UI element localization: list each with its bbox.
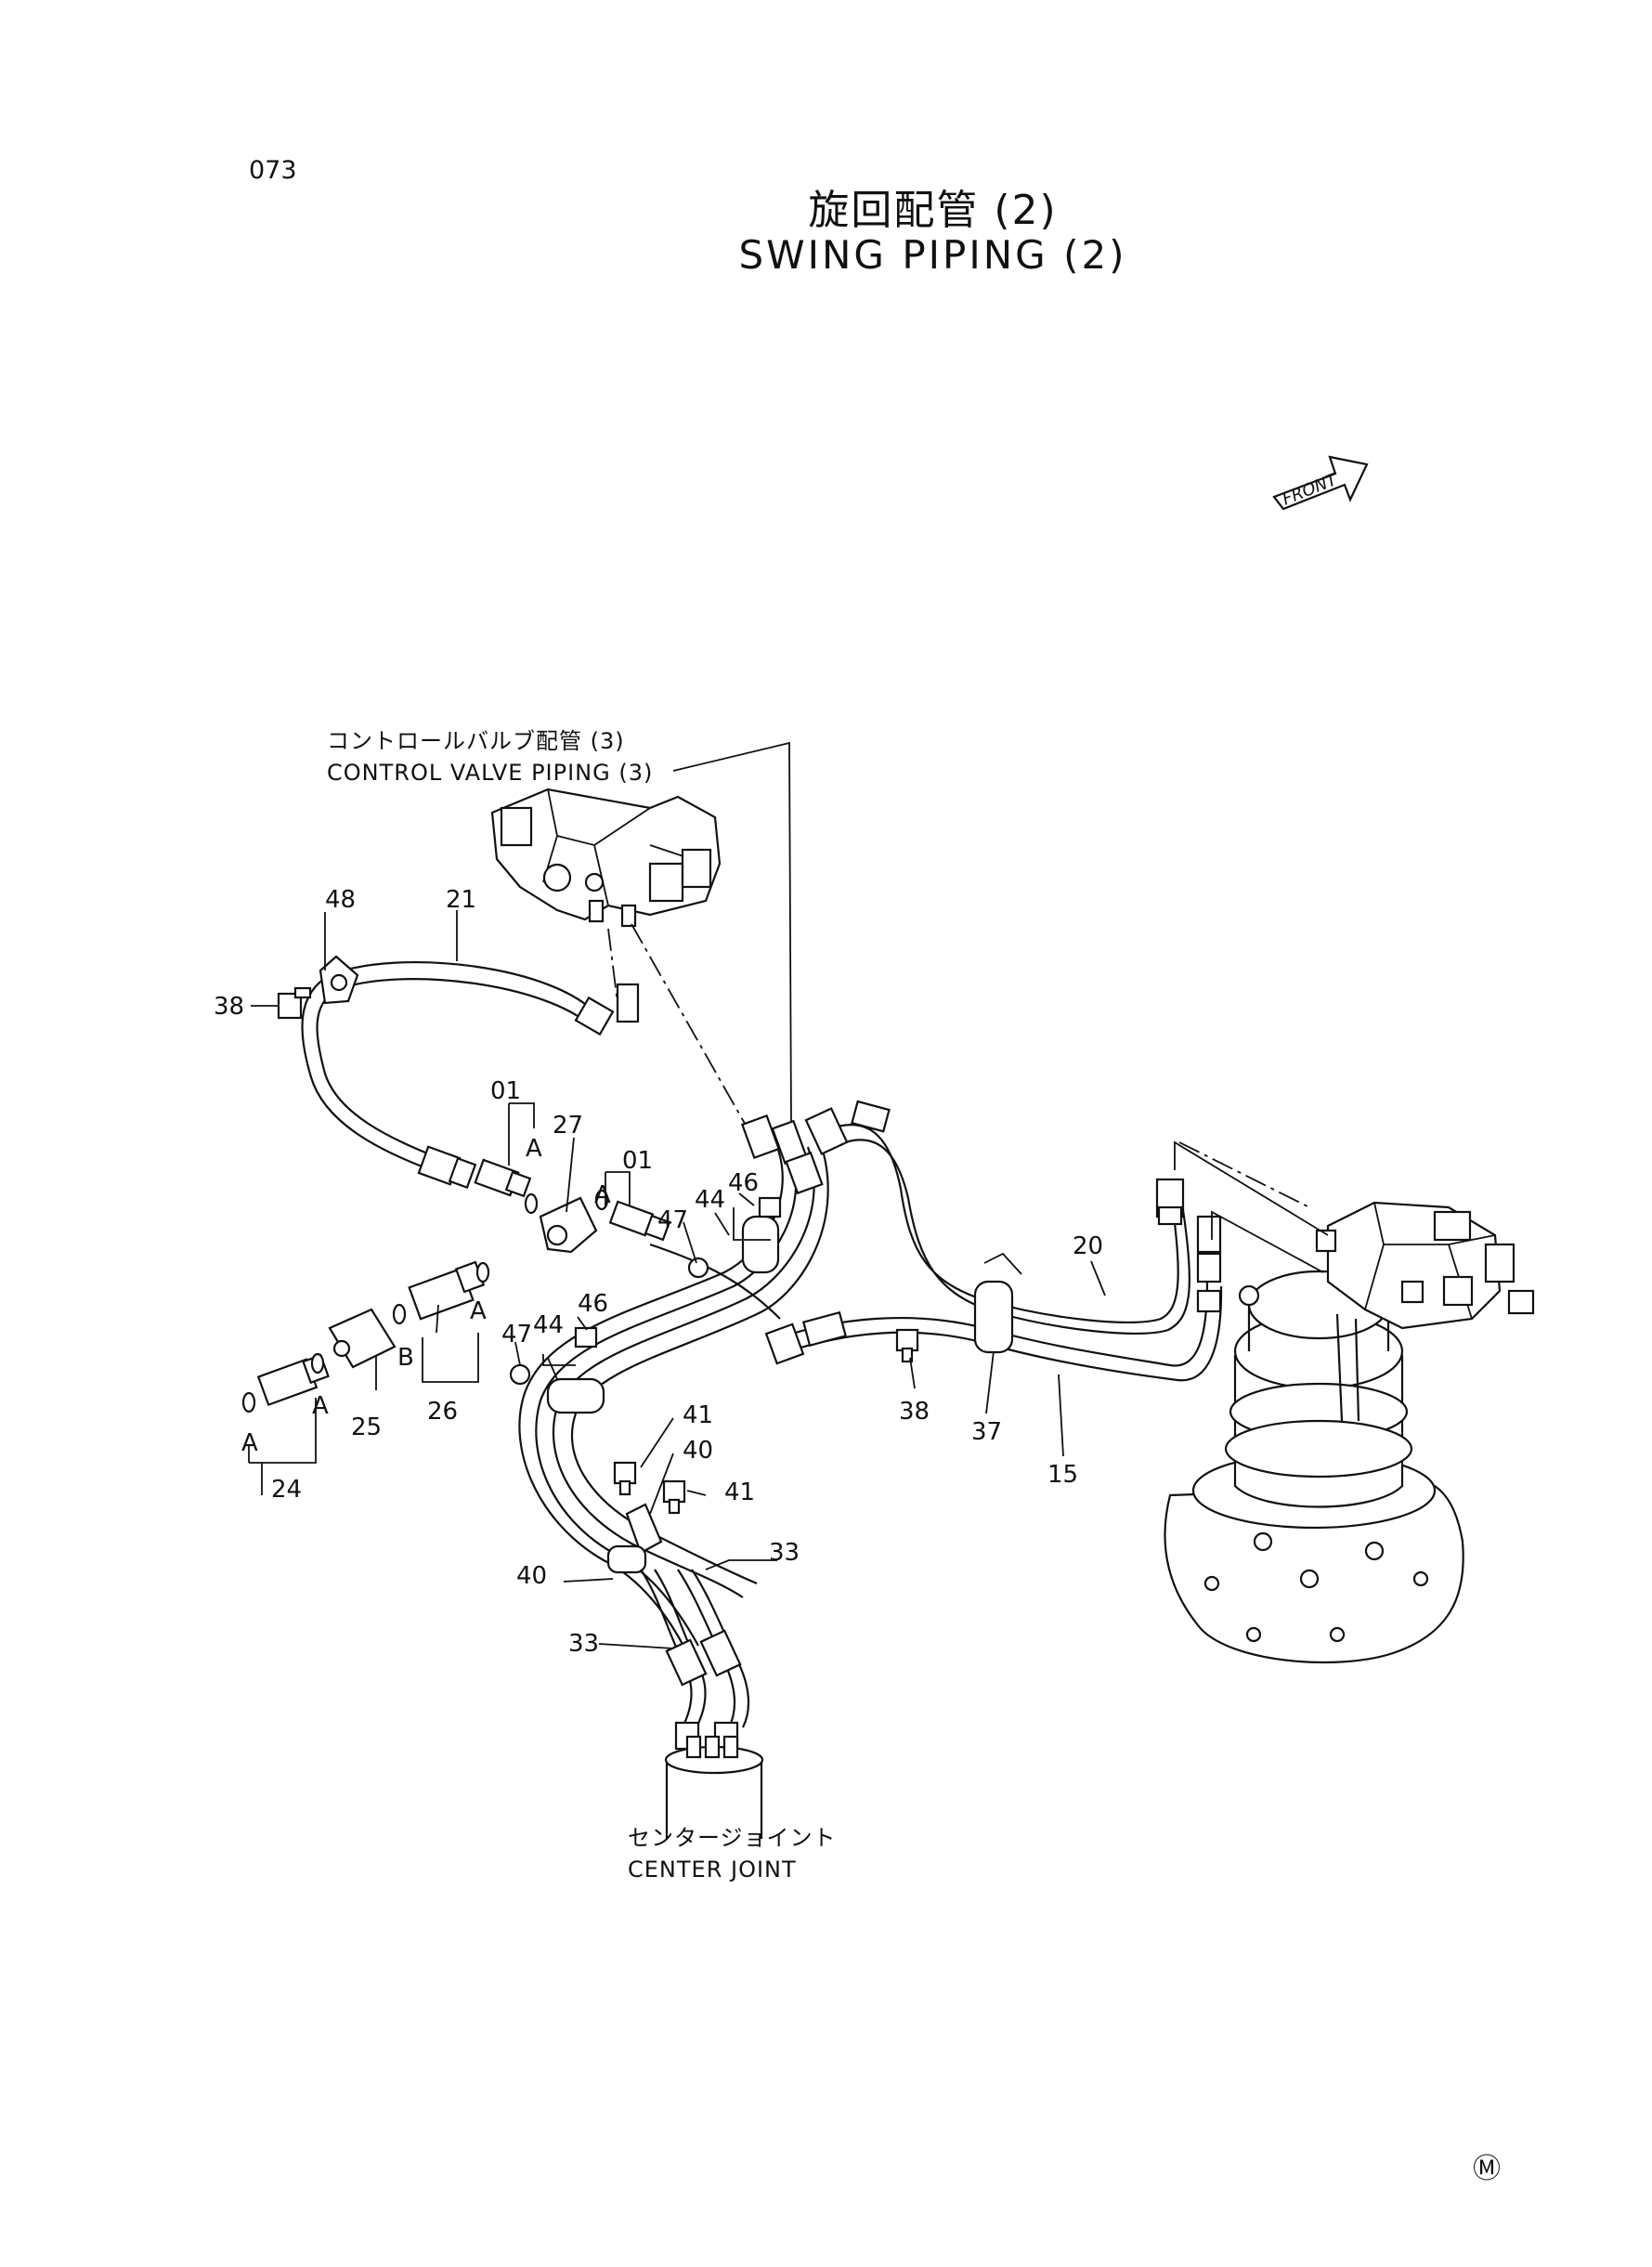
- nut-47-upper: [687, 1257, 709, 1279]
- label-part-33-left: 33: [568, 1630, 599, 1658]
- clamp-48: [319, 955, 359, 1005]
- o-ring-a1: [524, 1192, 539, 1215]
- swing-motor: [1164, 1270, 1464, 1664]
- front-arrow-icon: FRONT: [1272, 455, 1369, 511]
- control-valve-block: [490, 788, 722, 928]
- hose-15: [764, 1215, 1223, 1382]
- label-part-20: 20: [1073, 1232, 1103, 1260]
- page-title-japanese: 旋回配管 (2): [808, 187, 1058, 234]
- control-valve-ref-jp: コントロールバルブ配管 (3): [327, 728, 625, 754]
- page-title-english: SWING PIPING (2): [738, 232, 1127, 278]
- hoses-33: [640, 1569, 750, 1751]
- center-joint-ref-en: CENTER JOINT: [628, 1857, 797, 1883]
- label-part-41-lower: 41: [724, 1479, 755, 1506]
- label-part-33-right: 33: [769, 1539, 800, 1567]
- label-part-01-upper: 01: [490, 1077, 521, 1105]
- label-part-b1: B: [397, 1344, 414, 1372]
- label-part-38-lower: 38: [899, 1398, 930, 1426]
- hose-21: [301, 961, 640, 1190]
- bolt-46-upper: [758, 1196, 782, 1218]
- label-part-a2: A: [594, 1181, 611, 1209]
- control-valve-dashline-1: [631, 923, 748, 1129]
- clamp-37: [973, 1252, 1022, 1354]
- hose-connectors-upper: [740, 1114, 824, 1195]
- o-ring-a4: [241, 1391, 256, 1414]
- label-part-46-upper: 46: [728, 1169, 759, 1197]
- bolt-46-lower: [574, 1326, 598, 1348]
- nut-47-lower: [509, 1363, 531, 1386]
- control-valve-dashline-2: [607, 928, 618, 1004]
- label-part-47-lower: 47: [501, 1321, 532, 1348]
- swing-valve-leader-2: [1211, 1210, 1324, 1273]
- bracket-40-lower: [606, 1544, 647, 1574]
- label-part-01-lower: 01: [622, 1147, 653, 1175]
- label-part-44-upper: 44: [695, 1186, 725, 1214]
- label-part-01-a1: A: [526, 1135, 542, 1163]
- label-part-a4: A: [241, 1429, 258, 1457]
- bracket-40-upper: [625, 1503, 663, 1555]
- o-ring-a2: [594, 1189, 609, 1211]
- bolt-41-upper: [613, 1461, 637, 1496]
- label-part-24: 24: [271, 1476, 302, 1504]
- fitting-01-upper: [474, 1158, 532, 1198]
- label-part-44-lower: 44: [533, 1311, 564, 1339]
- corner-m-mark: Ⓜ: [1473, 2153, 1501, 2185]
- label-part-47-upper: 47: [657, 1206, 688, 1234]
- bolt-41-lower: [662, 1479, 686, 1515]
- control-valve-ref-en: CONTROL VALVE PIPING (3): [327, 760, 653, 786]
- o-ring-a3: [475, 1261, 490, 1283]
- o-ring-a5: [310, 1352, 325, 1375]
- center-joint: [664, 1735, 764, 1839]
- bolt-38-lower: [895, 1328, 919, 1363]
- o-ring-b1: [392, 1303, 407, 1325]
- elbow-27: [539, 1196, 598, 1254]
- front-arrow-label: FRONT: [1280, 469, 1342, 509]
- swing-motor-valve: [1315, 1201, 1535, 1330]
- label-part-40-upper: 40: [683, 1437, 713, 1465]
- page-number: 073: [249, 156, 297, 185]
- label-part-27: 27: [553, 1112, 583, 1140]
- label-part-a5: A: [312, 1392, 329, 1420]
- coupling-25: [328, 1308, 397, 1369]
- label-part-a3: A: [470, 1297, 487, 1325]
- clamp-44-lower: [542, 1354, 605, 1414]
- label-part-21: 21: [446, 886, 476, 914]
- label-part-15: 15: [1047, 1461, 1078, 1489]
- label-part-37: 37: [971, 1418, 1002, 1446]
- label-part-25: 25: [351, 1414, 382, 1441]
- label-part-38-top: 38: [214, 993, 244, 1021]
- label-part-48: 48: [325, 886, 356, 914]
- control-valve-leader: [672, 741, 792, 1125]
- label-part-41-upper: 41: [683, 1401, 713, 1429]
- center-joint-ref-jp: センタージョイント: [628, 1825, 837, 1851]
- label-part-40-lower: 40: [516, 1562, 547, 1590]
- fitting-01-lower: [608, 1200, 671, 1242]
- label-part-26: 26: [427, 1398, 458, 1426]
- hose-20: [804, 1100, 1191, 1335]
- label-part-46-lower: 46: [578, 1290, 608, 1318]
- swing-valve-leader: [1174, 1140, 1329, 1236]
- swing-valve-dashline: [1178, 1141, 1310, 1208]
